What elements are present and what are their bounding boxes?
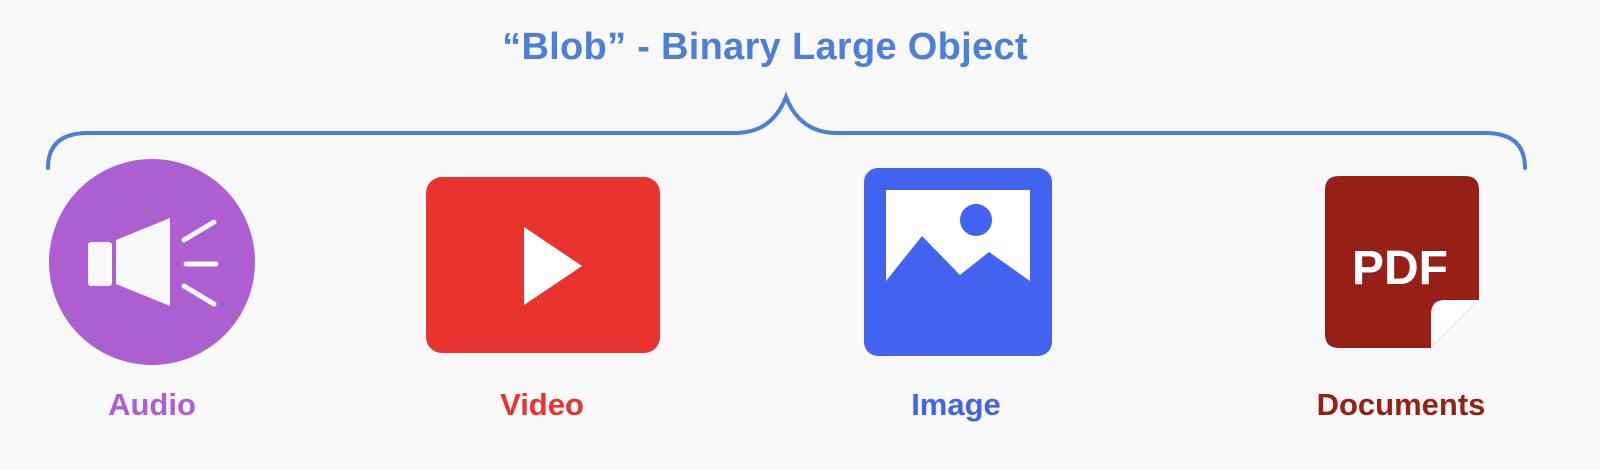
- diagram-title: “Blob” - Binary Large Object: [502, 26, 1028, 68]
- video-label: Video: [500, 387, 584, 422]
- image-label: Image: [911, 387, 1001, 422]
- pdf-badge-text: PDF: [1352, 242, 1448, 295]
- speaker-icon: [49, 159, 255, 365]
- documents-label: Documents: [1316, 387, 1486, 422]
- play-icon: [426, 177, 660, 353]
- curly-brace: [46, 91, 1527, 170]
- audio-label: Audio: [108, 387, 196, 422]
- image-icon: [864, 168, 1052, 356]
- pdf-document-icon: PDF: [1325, 176, 1479, 348]
